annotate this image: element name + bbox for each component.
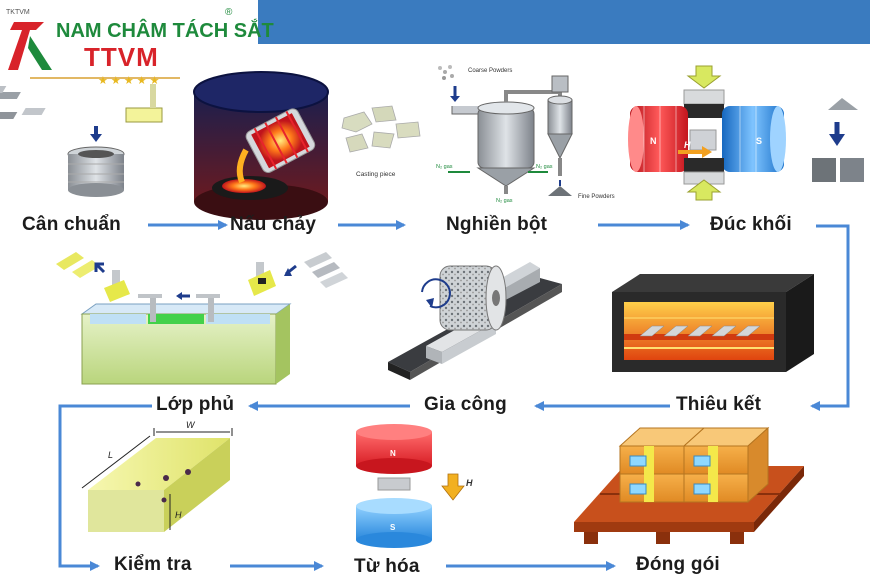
step-label-can-chuan: Cân chuẩn — [22, 214, 121, 235]
label-pole-n-magnetize: N — [390, 449, 396, 458]
step-label-tu-hoa: Từ hóa — [354, 556, 420, 577]
pressing-illustration: N S H — [628, 65, 864, 201]
step-label-duc-khoi: Đúc khối — [710, 214, 792, 235]
flow-arrows — [58, 220, 850, 571]
jet-mill-illustration: Coarse Powders Fine Powders N₂ gas N₂ ga… — [436, 65, 615, 204]
label-dim-w: W — [186, 420, 196, 430]
label-dim-h: H — [175, 510, 182, 520]
step-label-kiem-tra: Kiểm tra — [114, 554, 192, 575]
label-fine-powders: Fine Powders — [578, 194, 615, 200]
label-coarse-powders: Coarse Powders — [468, 68, 512, 74]
arrow-lop-phu-to-kiem-tra — [58, 404, 152, 571]
logo-registered-mark: ® — [225, 7, 233, 18]
logo-wordmark: TTVM — [84, 42, 159, 72]
step-label-dong-goi: Đóng gói — [636, 554, 720, 575]
label-pole-s-magnetize: S — [390, 523, 396, 532]
logo-brand-line: NAM CHÂM TÁCH SẮT — [56, 18, 274, 42]
casting-pieces-illustration: Casting piece — [341, 105, 421, 178]
machining-illustration — [388, 262, 562, 380]
label-dim-l: L — [108, 450, 113, 460]
label-n2-gas-1: N₂ gas — [436, 164, 453, 170]
packaging-illustration — [574, 426, 804, 544]
label-field-h-magnetize: H — [466, 478, 473, 488]
step-label-nghien-bot: Nghiền bột — [446, 214, 548, 235]
coating-illustration — [56, 252, 348, 385]
label-field-h-press: H — [684, 140, 691, 150]
label-casting-piece: Casting piece — [356, 171, 396, 178]
step-label-thieu-ket: Thiêu kết — [676, 394, 762, 415]
logo-stars: ★ ★ ★ ★ ★ — [98, 75, 160, 87]
logo-small-mark: TKTVM — [6, 9, 30, 16]
melting-furnace-illustration — [193, 71, 329, 220]
label-pole-n-press: N — [650, 136, 657, 146]
label-n2-gas-3: N₂ gas — [496, 198, 513, 204]
arrow-duc-khoi-to-thieu-ket — [810, 224, 850, 411]
weighing-illustration — [0, 84, 163, 197]
step-label-lop-phu: Lớp phủ — [156, 394, 235, 415]
label-n2-gas-2: N₂ gas — [536, 164, 553, 170]
label-pole-s-press: S — [756, 136, 762, 146]
inspection-illustration: W L H — [81, 420, 233, 532]
step-label-nau-chay: Nấu chảy — [230, 214, 317, 235]
magnetizing-illustration: N S H — [356, 424, 473, 548]
sintering-oven-illustration — [612, 274, 814, 372]
company-logo: TKTVM NAM CHÂM TÁCH SẮT ® TTVM ★ ★ ★ ★ ★ — [0, 0, 274, 88]
step-label-gia-cong: Gia công — [424, 394, 507, 415]
